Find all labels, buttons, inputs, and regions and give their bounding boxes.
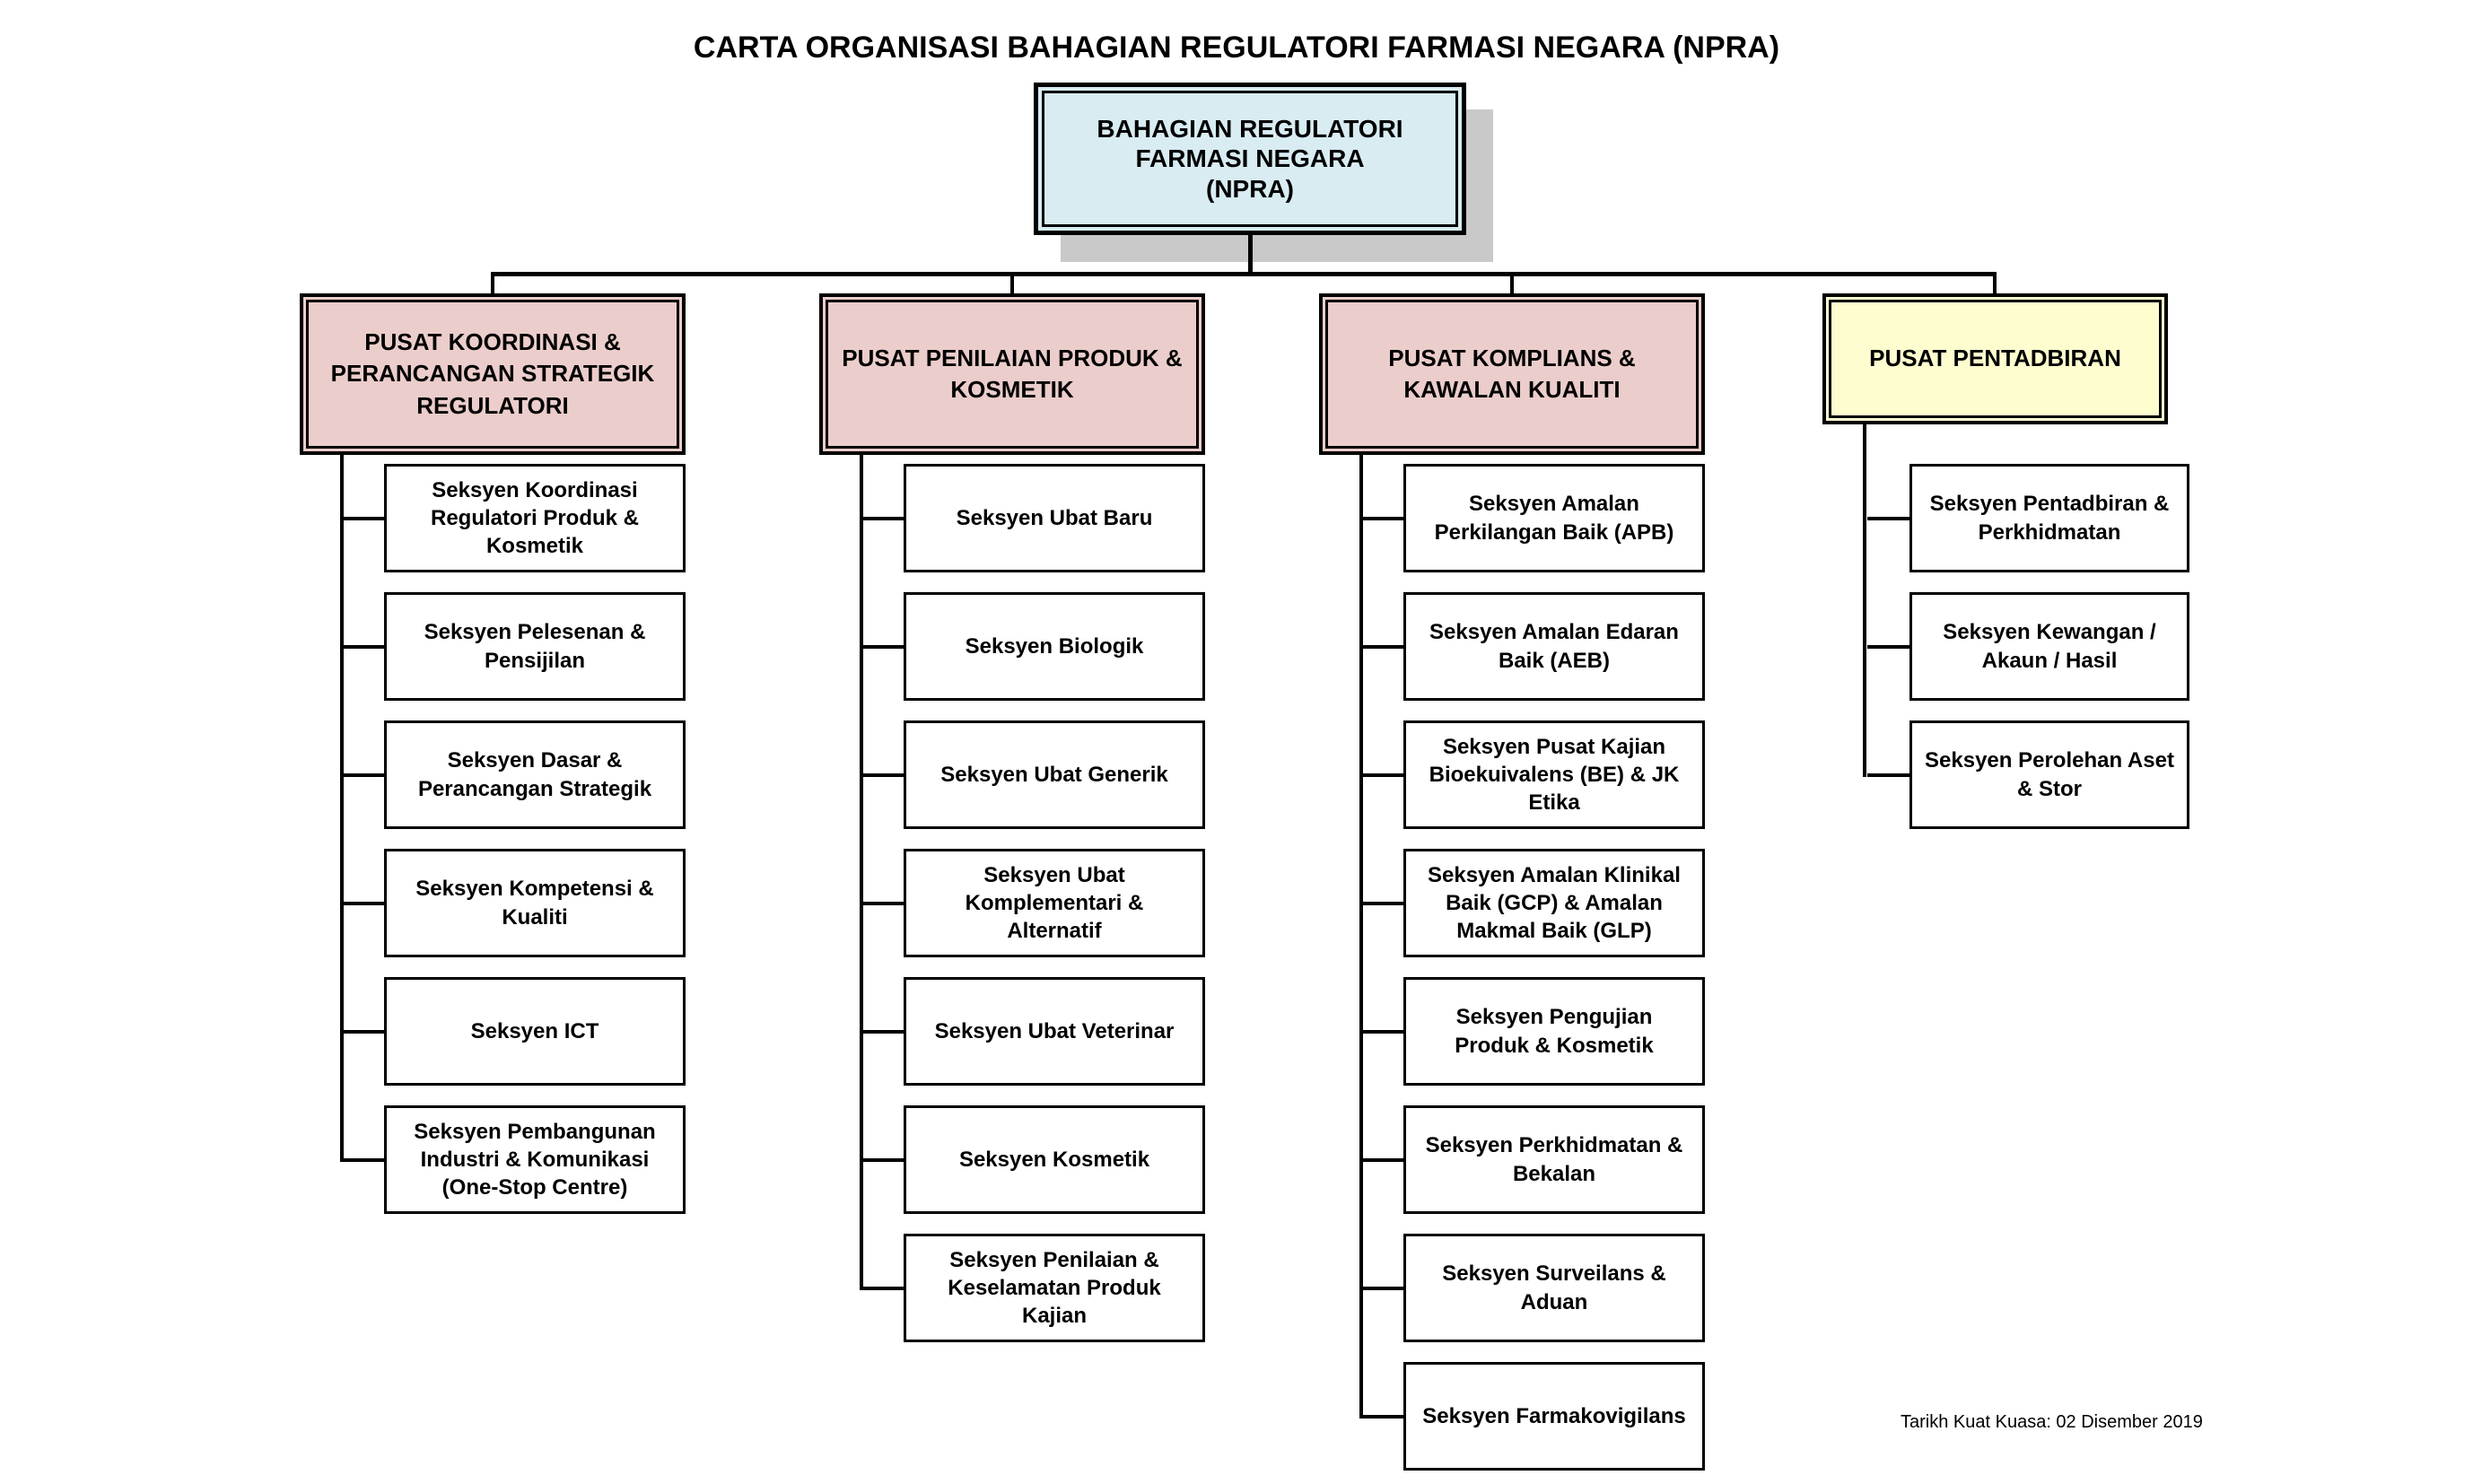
- org-unit-box: Seksyen Pusat Kajian Bioekuivalens (BE) …: [1361, 720, 1705, 829]
- org-unit-box: Seksyen Pentadbiran & Perkhidmatan: [1867, 464, 2189, 572]
- org-unit-box: Seksyen Amalan Klinikal Baik (GCP) & Ama…: [1361, 849, 1705, 957]
- connector-root-vertical: [1248, 233, 1253, 274]
- org-unit-box: Seksyen Penilaian & Keselamatan Produk K…: [861, 1234, 1205, 1342]
- org-unit-box: Seksyen Amalan Edaran Baik (AEB): [1361, 592, 1705, 701]
- org-unit-box: Seksyen Pelesenan & Pensijilan: [342, 592, 686, 701]
- connector-stub-col3: [1510, 272, 1514, 295]
- column-vline-2: [860, 455, 863, 1290]
- org-unit-box: Seksyen Koordinasi Regulatori Produk & K…: [342, 464, 686, 572]
- column-header-komplians: PUSAT KOMPLIANS & KAWALAN KUALITI: [1319, 293, 1705, 455]
- org-unit-box: Seksyen Ubat Baru: [861, 464, 1205, 572]
- org-unit-box: Seksyen Ubat Komplementari & Alternatif: [861, 849, 1205, 957]
- org-unit-box: Seksyen Pembangunan Industri & Komunikas…: [342, 1105, 686, 1214]
- org-unit-box: Seksyen Ubat Veterinar: [861, 977, 1205, 1086]
- org-unit-box: Seksyen Amalan Perkilangan Baik (APB): [1361, 464, 1705, 572]
- org-unit-box: Seksyen Pengujian Produk & Kosmetik: [1361, 977, 1705, 1086]
- org-unit-box: Seksyen Biologik: [861, 592, 1205, 701]
- org-unit-box: Seksyen Kompetensi & Kualiti: [342, 849, 686, 957]
- column-header-pentadbiran: PUSAT PENTADBIRAN: [1822, 293, 2168, 424]
- connector-horizontal: [491, 272, 1997, 276]
- column-vline-4: [1863, 424, 1866, 777]
- column-header-penilaian: PUSAT PENILAIAN PRODUK & KOSMETIK: [819, 293, 1205, 455]
- column-vline-3: [1359, 455, 1363, 1419]
- org-unit-box: Seksyen Ubat Generik: [861, 720, 1205, 829]
- org-unit-box: Seksyen Dasar & Perancangan Strategik: [342, 720, 686, 829]
- org-unit-box: Seksyen Surveilans & Aduan: [1361, 1234, 1705, 1342]
- column-header-koordinasi: PUSAT KOORDINASI & PERANCANGAN STRATEGIK…: [300, 293, 686, 455]
- org-unit-box: Seksyen Perolehan Aset & Stor: [1867, 720, 2189, 829]
- connector-stub-col1: [491, 272, 494, 295]
- root-label: BAHAGIAN REGULATORI FARMASI NEGARA (NPRA…: [1097, 114, 1403, 203]
- column-vline-1: [340, 455, 344, 1162]
- org-unit-box: Seksyen Farmakovigilans: [1361, 1362, 1705, 1471]
- chart-title: CARTA ORGANISASI BAHAGIAN REGULATORI FAR…: [693, 31, 1780, 65]
- connector-stub-col4: [1993, 272, 1997, 295]
- org-unit-box: Seksyen Perkhidmatan & Bekalan: [1361, 1105, 1705, 1214]
- org-unit-box: Seksyen Kewangan / Akaun / Hasil: [1867, 592, 2189, 701]
- org-unit-box: Seksyen ICT: [342, 977, 686, 1086]
- org-unit-box: Seksyen Kosmetik: [861, 1105, 1205, 1214]
- root-box: BAHAGIAN REGULATORI FARMASI NEGARA (NPRA…: [1034, 83, 1466, 235]
- effective-date-label: Tarikh Kuat Kuasa: 02 Disember 2019: [1901, 1412, 2203, 1432]
- connector-stub-col2: [1010, 272, 1014, 295]
